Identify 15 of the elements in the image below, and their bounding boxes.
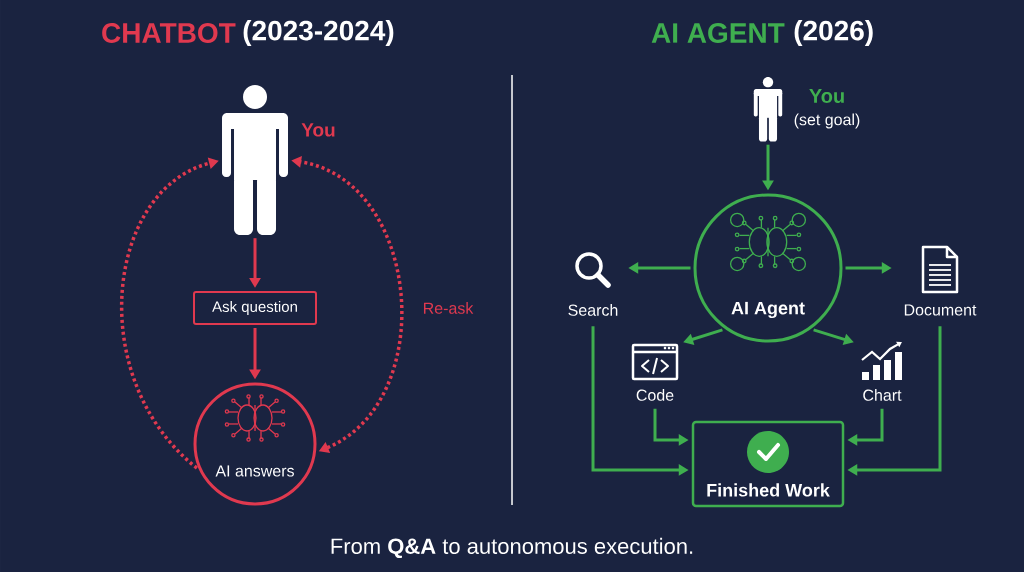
node-label: You — [301, 123, 335, 137]
heading: (2023-2024) — [243, 19, 394, 47]
node-label: Document — [904, 304, 977, 316]
process-box: Ask question — [193, 291, 317, 325]
caption: From Q&A to autonomous execution. — [331, 537, 693, 559]
node-label: Search — [568, 304, 618, 316]
heading: CHATBOT — [102, 23, 236, 43]
node-label: You — [809, 89, 844, 103]
node-label: Code — [636, 389, 674, 401]
result-box: Finished Work — [691, 420, 845, 508]
node-label: (set goal) — [794, 113, 860, 129]
heading: AI AGENT — [651, 23, 785, 43]
edge-label: Re-ask — [420, 300, 476, 316]
node-label: Chart — [863, 389, 902, 401]
heading: (2026) — [794, 19, 873, 47]
